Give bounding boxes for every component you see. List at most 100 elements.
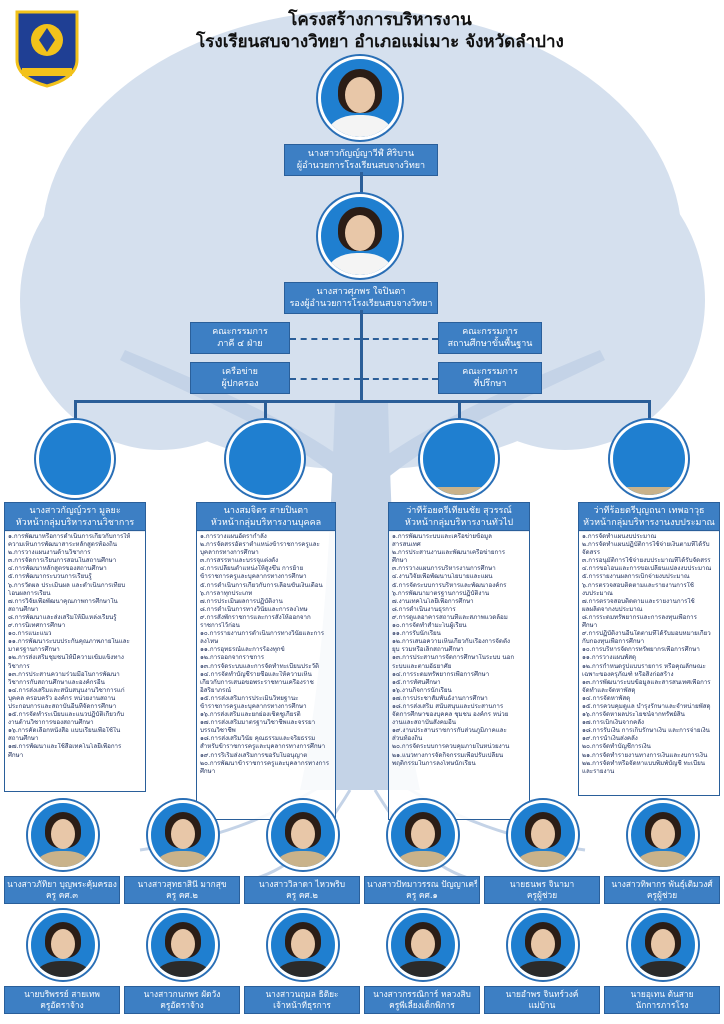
duty-item: ๑๔.การระดมทรัพยากรเพื่อการศึกษา [392, 670, 490, 678]
connector-group-4 [648, 400, 651, 420]
duty-item: ๖.การตรวจสอบติดตามและรายงานการใช้ [582, 581, 694, 589]
staff-name: นายบริพรรย์ สายเทพ [24, 989, 100, 999]
duty-item: ข้าราชการครูและบุคลากรทางการศึกษา [200, 573, 307, 581]
duty-item: ๒๑.การจัดทำรายงานทางการเงินและงบการเงิน [582, 751, 708, 759]
duty-item: มาตรฐานการศึกษา [8, 646, 60, 654]
duty-item: ๑๔.การจัดทำบัญชีรายชื่อและให้ความเห็น [200, 670, 312, 678]
duty-item: งบประมาณ [582, 589, 613, 597]
duty-item: บุคคล ครอบครัว องค์กร หน่วยงานสถาน [8, 694, 116, 702]
duty-item: ๑.การพัฒนาระบบและเครือข่ายข้อมูล [392, 533, 492, 540]
duty-item: วิชาการ [8, 662, 30, 670]
staff-position: ครู คศ.๑ [406, 890, 438, 900]
duty-item: ๖.การพัฒนามาตรฐานการปฏิบัติงาน [392, 589, 490, 597]
staff-position: แม่บ้าน [528, 1000, 556, 1010]
staff-name: นางสาววิลาดา ไหวพริบ [258, 879, 346, 889]
deputy-position: รองผู้อำนวยการโรงเรียนสบจางวิทยา [289, 299, 433, 309]
staff-name: นางสาวภัทิยา บุญพระคุ้มครอง [7, 879, 117, 889]
staff-position: ครูอัตราจ้าง [160, 1000, 204, 1010]
duty-item: เกี่ยวกับการเสนอขอพระราชทานเครื่องราช [200, 678, 314, 686]
staff-position: ครูอัตราจ้าง [40, 1000, 84, 1010]
director-label: นางสาวกัญญ์ญาวีฬ์ ศิริบาน ผู้อำนวยการโรง… [284, 144, 438, 176]
duty-item: อิสริยาภรณ์ [200, 686, 232, 694]
staff-position: เจ้าหน้าที่ธุรการ [273, 1000, 331, 1010]
director-name: นางสาวกัญญ์ญาวีฬ์ ศิริบาน [307, 149, 415, 159]
duty-item: งานและสถาบันสังคมอื่น [392, 719, 456, 727]
group-head-portrait-budget [610, 420, 688, 498]
duty-item: ๑๔.การส่งเสริมและสนับสนุนงานวิชาการแก่ [8, 686, 125, 694]
duty-item: ๑๕.การทัศนศึกษา [392, 678, 441, 686]
duty-item: ๘.การดำเนินงานธุรการ [392, 605, 456, 613]
staff-name: นางสาวสุทธาสินี มากสุข [137, 879, 227, 889]
duty-item: ๕.การพัฒนากระบวนการเรียนรู้ [8, 573, 92, 581]
connector-director-deputy [360, 172, 363, 194]
duty-item: ๒๐.การจัดระบบการควบคุมภายในหน่วยงาน [392, 743, 510, 751]
duty-item: ๑๐.การรายงานการดำเนินการทางวินัยและการ [200, 630, 325, 638]
staff-position: ครู คศ.๒ [286, 890, 318, 900]
duty-item: ๑๗.การส่งเสริมมาตรฐานวิชาชีพและจรรยา [200, 719, 316, 727]
staff-portrait [388, 800, 458, 870]
staff-label: นางสาวนฤมล ธิติยะเจ้าหน้าที่ธุรการ [244, 986, 360, 1014]
staff-label: นางสาวทิพากร พันธุ์เติมวงศ์ครูผู้ช่วย [604, 876, 720, 904]
duty-item: ๖.การวัดผล ประเมินผล และดำเนินการเทียบ [8, 581, 126, 589]
duty-item: ศึกษา [8, 751, 24, 759]
duty-item: เฉพาะของครุภัณฑ์ หรือสิ่งก่อสร้าง [582, 670, 674, 678]
duty-item: สำหรับข้าราชการครูและบุคลากรทางการศึกษา [200, 743, 326, 751]
staff-position: นักการภารโรง [635, 1000, 689, 1010]
staff-position: ครูผู้ช่วย [526, 890, 558, 900]
duty-item: ๙.การปฏิบัติงานอื่นใดตามที่ได้รับมอบหมาย… [582, 630, 711, 638]
committee-basic-education: คณะกรรมการ สถานศึกษาขั้นพื้นฐาน [438, 322, 542, 354]
duty-item: ๑๑.การรับนักเรียน [392, 630, 441, 638]
duty-item: ๑๓.การจัดระบบและการจัดทำทะเบียนประวัติ [200, 662, 320, 670]
deputy-label: นางสาวศุภพร ใจปินตา รองผู้อำนวยการโรงเรี… [284, 282, 438, 314]
duty-item: ยุบ รวมหรือเลิกสถานศึกษา [392, 646, 464, 654]
staff-portrait [28, 800, 98, 870]
duty-item: ๑๒.การเสนอความเห็นเกี่ยวกับเรื่องการจัดต… [392, 638, 510, 646]
duty-item: ๑๕.การส่งเสริมการประเมินวิทยฐานะ [200, 694, 299, 702]
group-head-portrait-general [420, 420, 498, 498]
committee-advisory: คณะกรรมการ ที่ปรึกษา [438, 362, 542, 394]
duty-item: สารสนเทศ [392, 541, 421, 549]
duty-item: ๔.งานวิจัยเพื่อพัฒนานโยบายและแผน [392, 573, 493, 581]
staff-position: ครูผู้ช่วย [646, 890, 678, 900]
staff-label: นายบริพรรย์ สายเทพครูอัตราจ้าง [4, 986, 120, 1014]
duty-item: ๕.การดำเนินการเกี่ยวกับการเลื่อนขั้นเงิน… [200, 581, 323, 589]
duty-item: ๑๙.การริเริ่มส่งเสริมการขอรับใบอนุญาต [200, 751, 308, 759]
duty-item: ส่วนท้องถิ่น [392, 735, 423, 743]
duty-item: ผลผลิตจากงบประมาณ [582, 605, 643, 613]
connector-branch [74, 400, 650, 403]
staff-label: นางสาวกนกพร ผัดวังครูอัตราจ้าง [124, 986, 240, 1014]
duty-item: ๔.การพัฒนาหลักสูตรของสถานศึกษา [8, 565, 107, 573]
staff-name: นายอุเทน ต้นสาย [630, 989, 694, 999]
connector-group-2 [264, 400, 267, 420]
connector-group-3 [458, 400, 461, 420]
duty-item: ๑๘.การส่งเสริม สนับสนุนและประสานการ [392, 702, 504, 710]
staff-portrait [508, 800, 578, 870]
duty-item: ราชการไว้ก่อน [200, 622, 240, 630]
chart-title: โครงสร้างการบริหารงาน [288, 10, 472, 30]
staff-position: ครู คศ.๓ [45, 890, 79, 900]
duty-item: ๘.การดำเนินการทางวินัยและการลงโทษ [200, 605, 308, 613]
staff-name: นางสาวกนกพร ผัดวัง [143, 989, 221, 999]
duty-list-general: ๑.การพัฒนาระบบและเครือข่ายข้อมูลสารสนเทศ… [388, 530, 530, 820]
duty-item: ๙.การนิเทศการศึกษา [8, 622, 66, 630]
duty-item: ๑.การวางแผนอัตรากำลัง [200, 533, 267, 540]
deputy-portrait [318, 194, 402, 278]
duty-item: ๑.การจัดทำแผนงบประมาณ [582, 533, 657, 540]
connector-trunk [360, 310, 363, 400]
duty-item: ข้าราชการครูและบุคลากรทางการศึกษา [200, 702, 307, 710]
duty-item: ๑๓.การพัฒนาระบบข้อมูลและสารสนเทศเพื่อการ [582, 678, 711, 686]
director-portrait [318, 56, 402, 140]
duty-item: จัดการศึกษาของบุคคล ชุมชน องค์กร หน่วย [392, 711, 509, 719]
duty-item: ๓.การจัดการเรียนการสอนในสถานศึกษา [8, 557, 117, 565]
dashed-link-left-top [290, 338, 360, 340]
duty-item: ๑๖.งานกิจการนักเรียน [392, 686, 452, 694]
duty-item: ๒๐.การจัดทำบัญชีการเงิน [582, 743, 651, 751]
duty-item: ๘.การพัฒนาและส่งเสริมให้มีแหล่งเรียนรู้ [8, 613, 117, 621]
duty-item: ลงโทษ [200, 638, 219, 646]
duty-item: ๕.การรายงานผลการเบิกจ่ายงบประมาณ [582, 573, 690, 581]
staff-portrait [508, 910, 578, 980]
staff-portrait [628, 800, 698, 870]
dashed-link-left-bottom [290, 378, 360, 380]
duty-item: ๓.การวางแผนการบริหารงานการศึกษา [392, 565, 496, 573]
duty-item: ๑๘.การรับเงิน การเก็บรักษาเงิน และการจ่า… [582, 727, 710, 735]
